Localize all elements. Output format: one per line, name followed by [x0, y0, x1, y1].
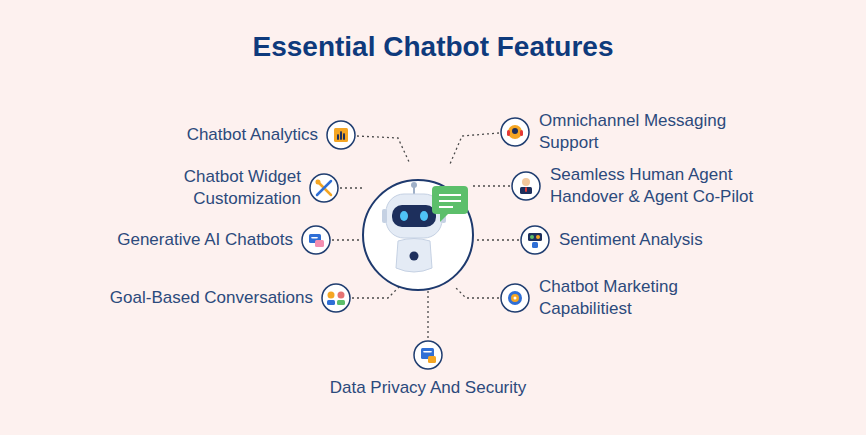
icon-part [520, 130, 523, 136]
leader-line [352, 286, 400, 298]
feature-label: Seamless Human Agent Handover & Agent Co… [550, 164, 768, 208]
icon-outline [322, 284, 350, 312]
icon-part [508, 125, 522, 139]
icon-part [507, 130, 510, 136]
icon-circle [500, 117, 530, 147]
feature-label: Generative AI Chatbots [117, 229, 293, 251]
feature-label: Chatbot Analytics [187, 124, 318, 146]
icon-circle [511, 171, 541, 201]
leader-line [427, 291, 428, 338]
feature-icon [528, 233, 542, 248]
robot-antenna-tip [411, 182, 417, 188]
leader-line [472, 185, 510, 186]
feature-node: Chatbot Marketing Capabilitiest [500, 283, 530, 313]
icon-part [334, 128, 348, 142]
icon-part [536, 235, 540, 239]
feature-node: Generative AI Chatbots [301, 225, 331, 255]
icon-part [512, 128, 518, 134]
robot-visor [392, 205, 436, 227]
icon-circle [326, 120, 356, 150]
icon-circle [520, 225, 550, 255]
icon-part [532, 242, 538, 248]
icon-part [522, 178, 530, 186]
icon-part [343, 133, 345, 140]
icon-part [328, 292, 335, 299]
feature-icon [327, 292, 345, 306]
icon-outline [521, 226, 549, 254]
icon-part [337, 300, 345, 305]
feature-label: Chatbot Widget Customization [161, 166, 301, 210]
icon-outline [414, 341, 442, 369]
icon-part [311, 237, 318, 239]
center-circle [363, 180, 473, 290]
speech-bubble [432, 186, 468, 214]
icon-part [423, 351, 432, 353]
icon-outline [501, 284, 529, 312]
icon-part [337, 134, 339, 140]
leader-line [332, 239, 362, 240]
icon-part [316, 180, 321, 185]
icon-outline [302, 226, 330, 254]
robot-button [410, 252, 419, 261]
feature-node: Chatbot Analytics [326, 120, 356, 150]
icon-outline [512, 172, 540, 200]
icon-part [514, 297, 517, 300]
robot-ear [382, 209, 387, 223]
bubble-line [439, 206, 453, 208]
icon-part [338, 292, 345, 299]
icon-circle [301, 225, 331, 255]
leader-lines [332, 133, 519, 338]
leader-line [450, 133, 499, 164]
icon-part [530, 235, 534, 239]
icon-part [428, 356, 436, 363]
feature-label: Chatbot Marketing Capabilitiest [539, 276, 699, 320]
leader-line [340, 187, 364, 188]
feature-icon [316, 180, 332, 196]
leader-line [357, 136, 410, 164]
icon-part [508, 291, 522, 305]
icon-part [340, 131, 342, 140]
feature-label: Goal-Based Conversations [110, 287, 313, 309]
robot-eye [400, 211, 408, 221]
icon-part [525, 187, 527, 192]
bubble-line [439, 194, 461, 196]
feature-node: Goal-Based Conversations [321, 283, 351, 313]
speech-bubble-tail [440, 213, 449, 222]
icon-part [511, 294, 519, 302]
feature-node: Sentiment Analysis [520, 225, 550, 255]
icon-circle [413, 340, 443, 370]
icon-outline [327, 121, 355, 149]
feature-icon [520, 178, 532, 194]
icon-circle [321, 283, 351, 313]
feature-icon [507, 125, 523, 139]
feature-label: Data Privacy And Security [330, 377, 527, 399]
robot-illustration [382, 182, 468, 272]
icon-part [520, 187, 532, 194]
feature-icon [334, 128, 348, 142]
feature-label: Sentiment Analysis [559, 229, 703, 251]
icon-circle [500, 283, 530, 313]
icon-outline [310, 174, 338, 202]
feature-node: Chatbot Widget Customization [309, 173, 339, 203]
icon-part [315, 240, 324, 247]
icon-part [528, 233, 542, 241]
icon-circle [309, 173, 339, 203]
icon-outline [501, 118, 529, 146]
icon-part [327, 300, 335, 305]
leader-line [474, 239, 519, 240]
leader-line [454, 286, 499, 298]
diagram-title: Essential Chatbot Features [0, 31, 866, 63]
robot-body [396, 239, 432, 273]
robot-eye [420, 211, 428, 221]
feature-icon [309, 234, 324, 247]
feature-node: Omnichannel Messaging Support [500, 117, 530, 147]
feature-icon [421, 348, 436, 363]
feature-node: Data Privacy And Security [413, 340, 443, 370]
feature-label: Omnichannel Messaging Support [539, 110, 729, 154]
bubble-line [439, 200, 461, 202]
feature-node: Seamless Human Agent Handover & Agent Co… [511, 171, 541, 201]
feature-icon [508, 291, 522, 305]
